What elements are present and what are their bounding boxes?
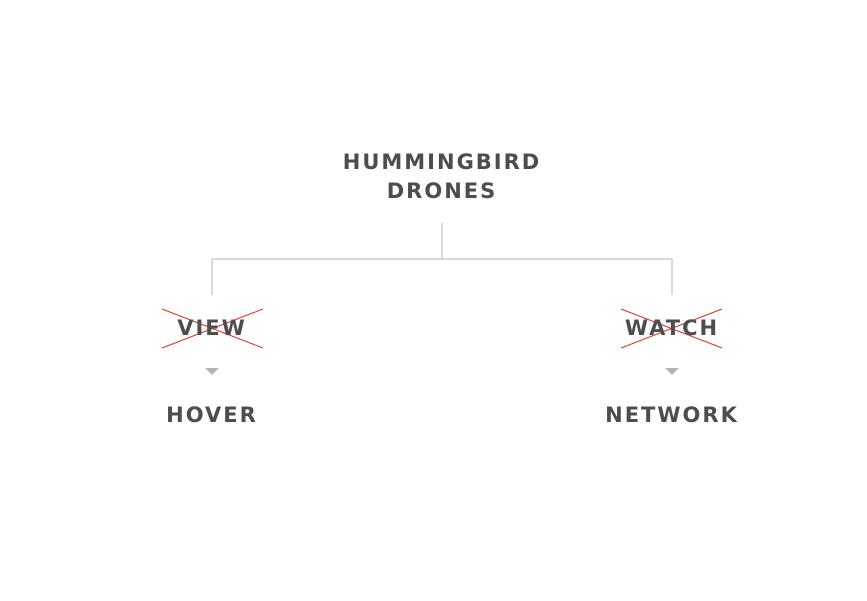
root-node-label: HUMMINGBIRD DRONES — [343, 148, 541, 206]
right-replacement-label: NETWORK — [605, 403, 739, 427]
left-strike-mark — [161, 308, 264, 349]
right-down-arrow-icon — [665, 368, 679, 375]
root-line-1: HUMMINGBIRD — [342, 150, 542, 174]
left-replacement-label: HOVER — [166, 403, 258, 427]
right-strike-mark — [620, 308, 723, 349]
right-crossed-out-label: WATCH — [624, 316, 720, 340]
root-line-2: DRONES — [386, 179, 498, 203]
left-down-arrow-icon — [205, 368, 219, 375]
left-crossed-out-label: VIEW — [177, 316, 247, 340]
